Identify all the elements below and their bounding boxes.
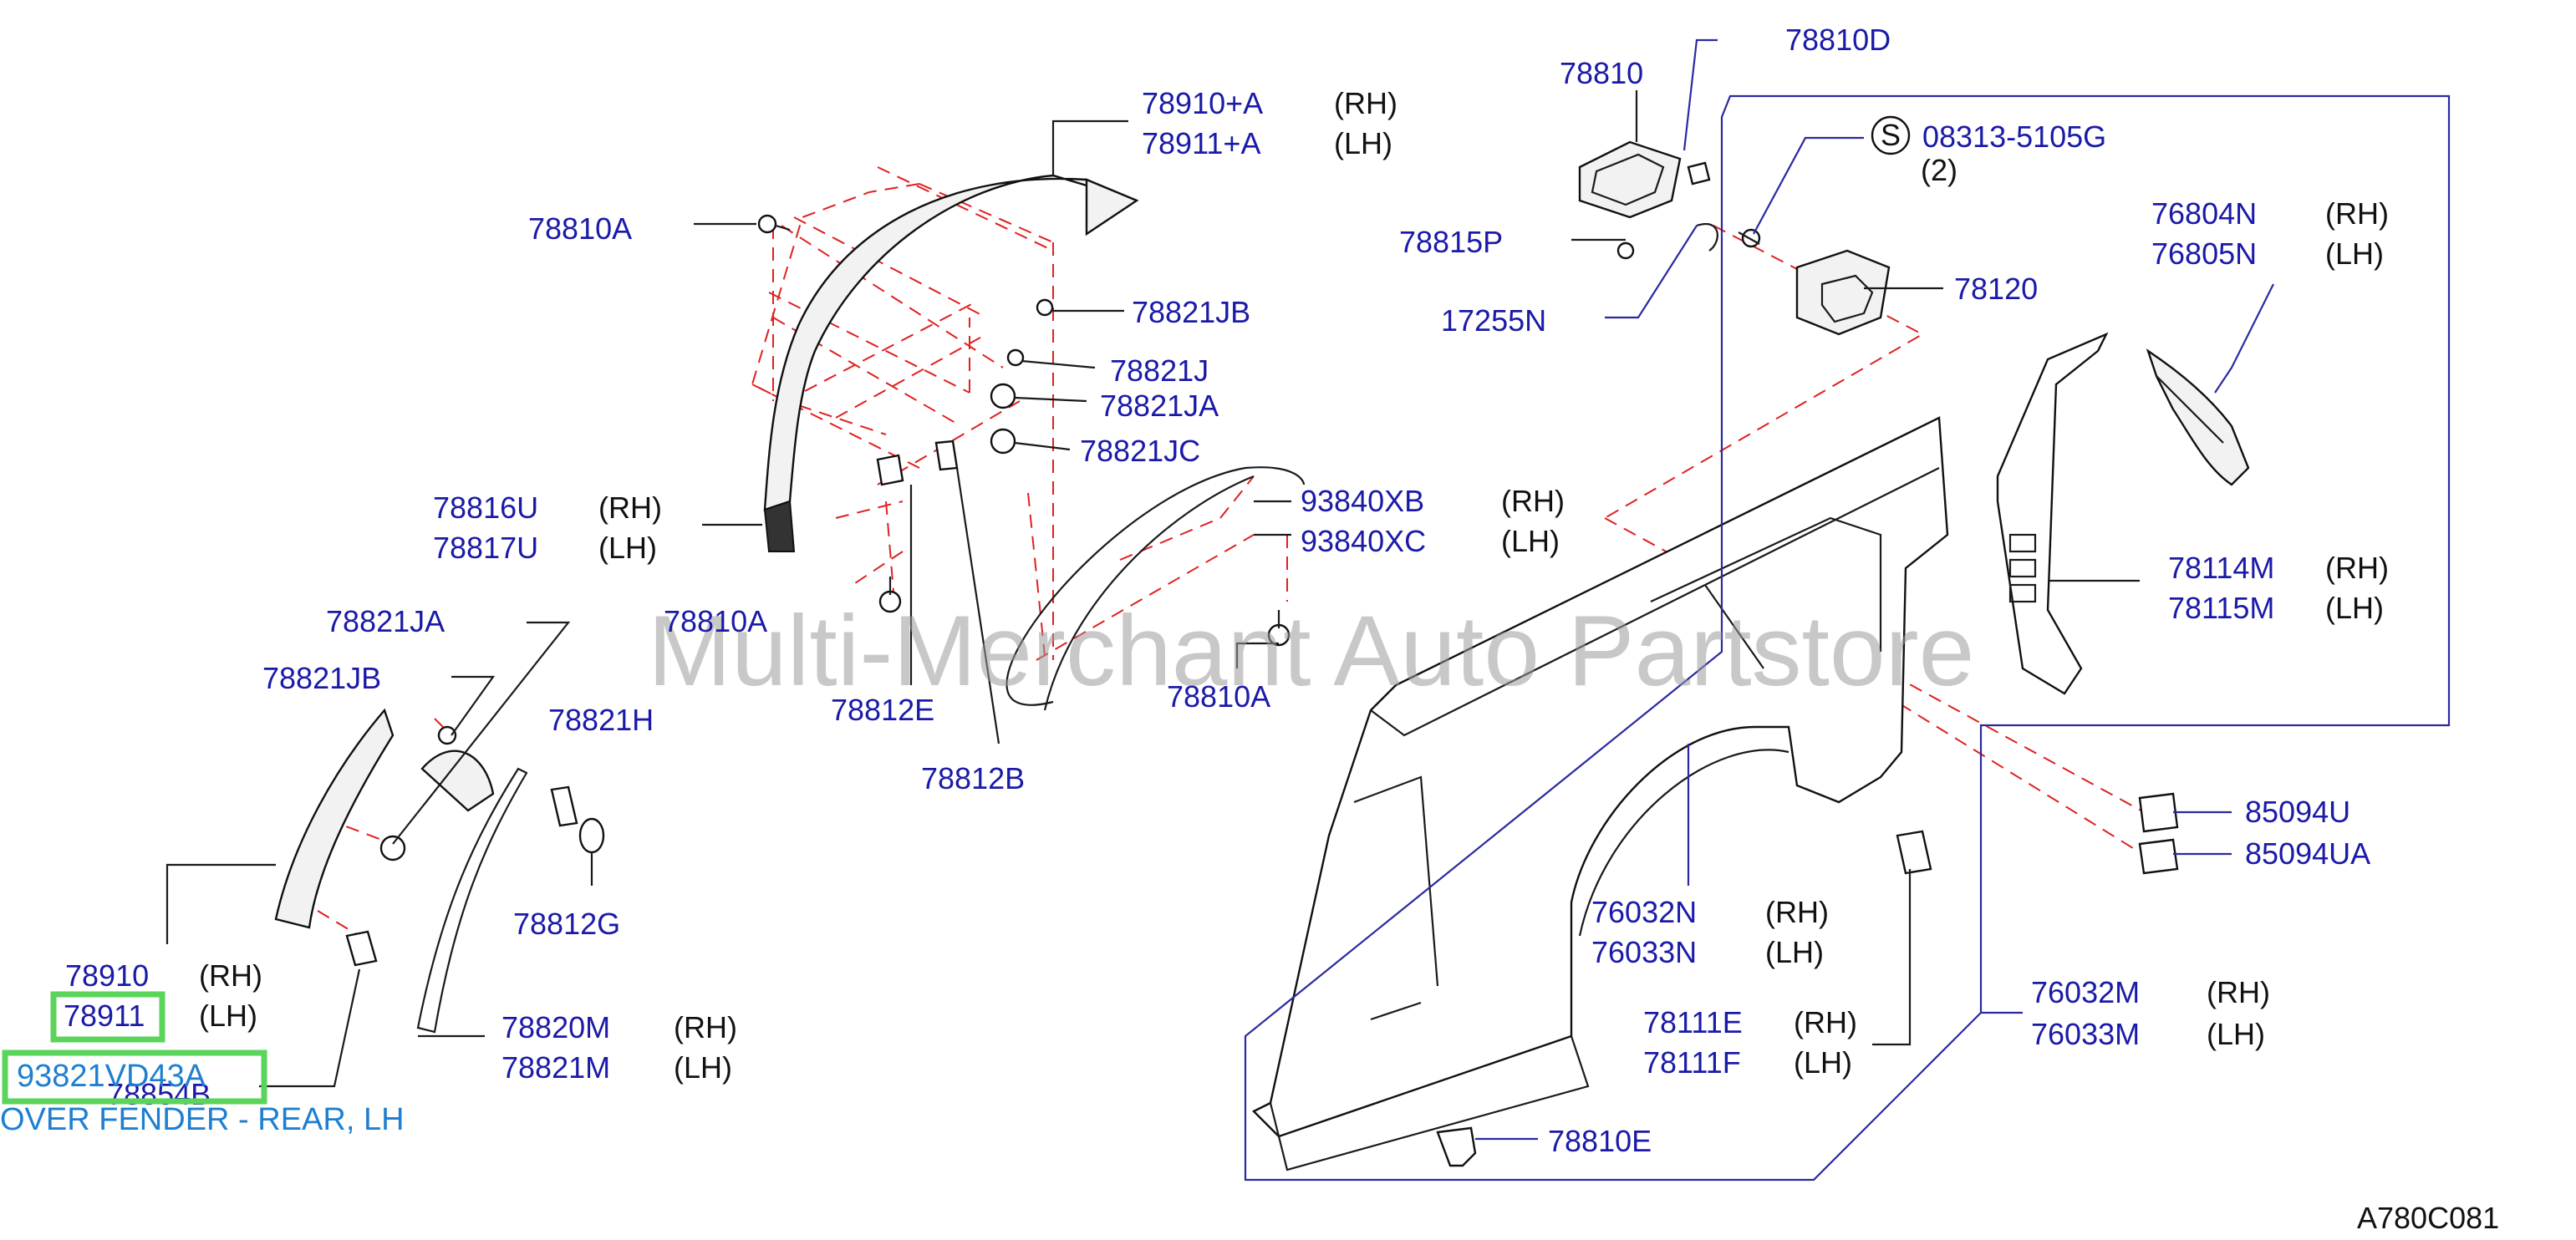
label-78911A: 78911+A: [1142, 126, 1260, 160]
label-93840XB: 93840XB: [1301, 484, 1424, 518]
label-76032N: 76032N: [1591, 895, 1697, 929]
label-lh: (LH): [1334, 126, 1392, 160]
rear-pillar-inner: [1996, 332, 2109, 695]
label-lh: (LH): [199, 999, 257, 1033]
label-78812E: 78812E: [831, 693, 934, 727]
label-78815P: 78815P: [1399, 225, 1503, 259]
label-rh: (RH): [1765, 895, 1829, 929]
fuel-filler-lid: [1578, 140, 1682, 219]
label-85094UA: 85094UA: [2245, 836, 2370, 871]
label-lh: (LH): [1501, 524, 1560, 558]
label-78910: 78910: [65, 958, 149, 993]
label-78821JB: 78821JB: [262, 661, 381, 695]
highlight-box-part-number: [2, 1049, 267, 1105]
label-78810A: 78810A: [1167, 679, 1270, 714]
label-78111E: 78111E: [1643, 1005, 1743, 1039]
label-78821M: 78821M: [501, 1050, 610, 1085]
label-78821JB: 78821JB: [1132, 295, 1250, 329]
label-93840XC: 93840XC: [1301, 524, 1426, 558]
label-78812B: 78812B: [921, 761, 1025, 795]
label-rh: (RH): [1501, 484, 1565, 518]
label-78910A: 78910+A: [1142, 86, 1263, 120]
label-76033N: 76033N: [1591, 935, 1697, 969]
filler-pocket: [1795, 249, 1891, 336]
label-lh: (LH): [598, 531, 657, 565]
label-78854B: 78854B: [107, 1077, 211, 1111]
diagram-code: A780C081: [2357, 1201, 2499, 1235]
mudguard-seal: [416, 767, 528, 1034]
s-symbol-circle: [1871, 115, 1911, 155]
label-78810: 78810: [1560, 56, 1643, 90]
label-rh: (RH): [674, 1010, 737, 1044]
label-78821JA: 78821JA: [326, 604, 445, 638]
label-78120: 78120: [1954, 272, 2038, 306]
roof-rail-cover: [2146, 348, 2250, 486]
fasteners: [345, 161, 2179, 1167]
label-17255N: 17255N: [1441, 303, 1546, 338]
label-78810A: 78810A: [664, 604, 767, 638]
label-78821JA: 78821JA: [1100, 389, 1219, 423]
label-08313-5105G: 08313-5105G: [1922, 119, 2106, 154]
part-description: OVER FENDER - REAR, LH: [0, 1102, 405, 1137]
label-rh: (RH): [2207, 975, 2270, 1009]
rear-over-fender-small: [274, 708, 495, 929]
label-quantity: (2): [1921, 153, 1957, 187]
label-85094U: 85094U: [2245, 795, 2350, 829]
label-78810E: 78810E: [1548, 1124, 1652, 1158]
label-lh: (LH): [1765, 935, 1824, 969]
label-lh: (LH): [674, 1050, 732, 1085]
label-78812G: 78812G: [513, 907, 620, 941]
highlighted-part-number: 93821VD43A: [17, 1059, 206, 1094]
rear-side-outer-panel: [1251, 416, 1949, 1171]
label-rh: (RH): [1334, 86, 1397, 120]
label-78810D: 78810D: [1785, 23, 1891, 57]
label-78115M: 78115M: [2168, 591, 2274, 625]
label-lh: (LH): [2325, 236, 2384, 271]
label-78911: 78911: [64, 999, 145, 1033]
leader-lines: [165, 38, 2451, 1182]
watermark: Multi-Merchant Auto Partstore: [648, 595, 1974, 707]
label-rh: (RH): [598, 490, 662, 525]
highlight-box-78911: [50, 991, 165, 1043]
label-78821J: 78821J: [1110, 353, 1209, 388]
label-76805N: 76805N: [2151, 236, 2257, 271]
wheel-arch-seal: [1005, 466, 1306, 711]
label-lh: (LH): [1794, 1045, 1852, 1080]
label-78821H: 78821H: [548, 703, 654, 737]
label-78817U: 78817U: [433, 531, 538, 565]
s-symbol-letter: S: [1881, 118, 1901, 152]
label-76033M: 76033M: [2031, 1017, 2140, 1051]
label-78821JC: 78821JC: [1080, 434, 1200, 468]
label-78114M: 78114M: [2168, 551, 2274, 585]
label-rh: (RH): [2325, 196, 2389, 231]
label-78816U: 78816U: [433, 490, 538, 525]
label-rh: (RH): [2325, 551, 2389, 585]
label-78820M: 78820M: [501, 1010, 610, 1044]
label-78111F: 78111F: [1643, 1045, 1741, 1080]
label-lh: (LH): [2325, 591, 2384, 625]
rear-over-fender-large: [763, 174, 1139, 552]
label-76032M: 76032M: [2031, 975, 2140, 1009]
label-rh: (RH): [1794, 1005, 1857, 1039]
label-76804N: 76804N: [2151, 196, 2257, 231]
callout-labels: 78910+A (RH) 78911+A (LH) 78810A 78821JB…: [0, 23, 2499, 1235]
label-lh: (LH): [2207, 1017, 2265, 1051]
label-78810A: 78810A: [528, 211, 632, 246]
label-rh: (RH): [199, 958, 262, 993]
